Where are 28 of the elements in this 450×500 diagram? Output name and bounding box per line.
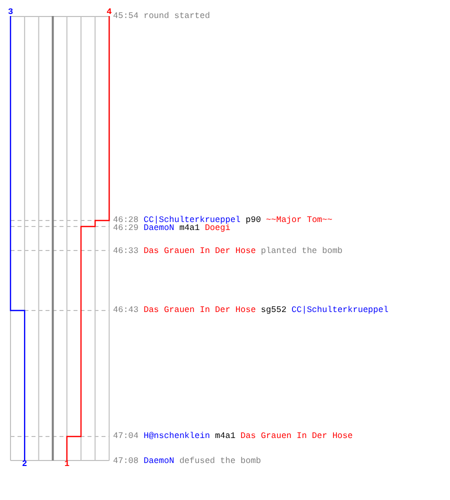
player-name: Das Grauen In Der Hose <box>144 306 256 314</box>
weapon-name: m4a1 <box>179 224 200 232</box>
timestamp: 46:43 <box>113 306 139 314</box>
timestamp: 46:33 <box>113 246 139 254</box>
timestamp: 47:08 <box>113 456 139 464</box>
weapon-name: m4a1 <box>215 432 236 440</box>
player-count: 4 <box>106 8 112 16</box>
weapon-name: sg552 <box>260 306 286 314</box>
weapon-name: p90 <box>246 216 261 224</box>
player-name: DaemoN <box>144 456 174 464</box>
player-count: 3 <box>8 8 14 16</box>
timestamp: 47:04 <box>113 432 139 440</box>
player-name: H@nschenklein <box>144 432 210 440</box>
event-text: round started <box>144 12 210 20</box>
player-name: Das Grauen In Der Hose <box>240 432 353 440</box>
timestamp: 46:29 <box>113 224 139 232</box>
timestamp: 46:28 <box>113 216 139 224</box>
player-count: 1 <box>64 460 70 468</box>
event-text: defused the bomb <box>179 456 261 464</box>
player-name: CC|Schulterkrueppel <box>144 216 241 224</box>
player-name: ~~Major Tom~~ <box>266 216 332 224</box>
player-name: Das Grauen In Der Hose <box>144 246 256 254</box>
player-name: DaemoN <box>144 224 174 232</box>
event-text: planted the bomb <box>260 246 343 254</box>
timestamp: 45:54 <box>113 12 139 20</box>
player-name: CC|Schulterkrueppel <box>292 306 388 314</box>
player-name: Doegi <box>204 224 230 232</box>
player-count: 2 <box>22 460 28 468</box>
